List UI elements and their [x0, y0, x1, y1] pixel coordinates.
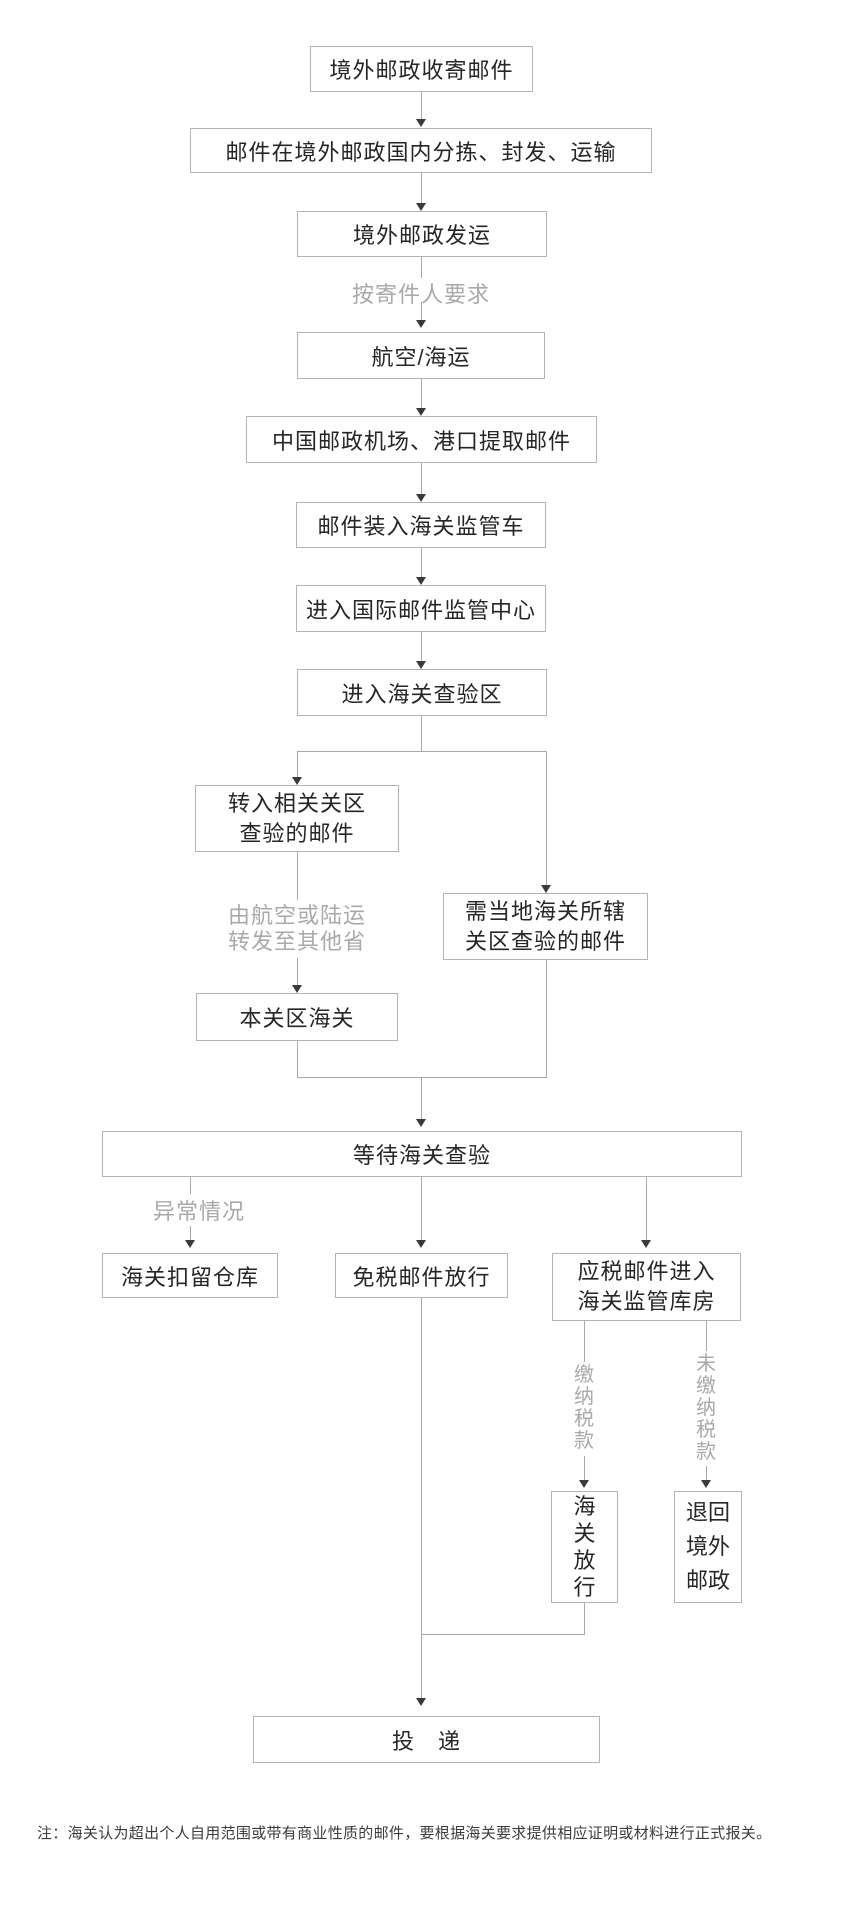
arrow-down-icon — [292, 777, 302, 785]
connector-line — [706, 1321, 707, 1351]
arrow-down-icon — [416, 1698, 426, 1706]
node-sort-dispatch-transport: 邮件在境外邮政国内分拣、封发、运输 — [190, 128, 652, 173]
edge-label-tax-paid: 缴纳税款 — [574, 1364, 594, 1452]
connector-line — [421, 379, 422, 408]
connector-line — [584, 1603, 585, 1634]
connector-line — [706, 1466, 707, 1480]
arrow-down-icon — [579, 1480, 589, 1488]
node-air-or-sea: 航空/海运 — [297, 332, 545, 379]
node-customs-release-label: 海关放行 — [573, 1494, 596, 1600]
arrow-down-icon — [541, 885, 551, 893]
connector-line — [421, 1298, 422, 1698]
arrow-down-icon — [416, 661, 426, 669]
edge-label-tax-unpaid: 未缴纳税款 — [696, 1353, 716, 1463]
node-transfer-related-district: 转入相关关区 查验的邮件 — [195, 785, 399, 852]
connector-line — [297, 751, 547, 752]
connector-line — [421, 1177, 422, 1240]
connector-line — [421, 716, 422, 751]
node-duty-free-release: 免税邮件放行 — [335, 1253, 508, 1298]
node-dutiable-to-warehouse: 应税邮件进入 海关监管库房 — [552, 1253, 741, 1321]
connector-line — [421, 548, 422, 577]
node-enter-inspection-area: 进入海关查验区 — [297, 669, 547, 716]
node-overseas-post-dispatch: 境外邮政发运 — [297, 211, 547, 257]
connector-line — [421, 257, 422, 278]
node-china-post-pickup: 中国邮政机场、港口提取邮件 — [246, 416, 597, 463]
edge-label-forward-other-province: 由航空或陆运 转发至其他省 — [227, 903, 366, 954]
arrow-down-icon — [416, 119, 426, 127]
connector-line — [584, 1456, 585, 1480]
connector-line — [646, 1177, 647, 1240]
arrow-down-icon — [416, 577, 426, 585]
node-customs-release: 海关放行 — [551, 1491, 618, 1603]
connector-line — [297, 1041, 298, 1077]
connector-line — [421, 92, 422, 119]
node-wait-customs-inspection: 等待海关查验 — [102, 1131, 742, 1177]
node-delivery: 投 递 — [253, 1716, 600, 1763]
connector-line — [546, 751, 547, 885]
connector-line — [297, 958, 298, 985]
arrow-down-icon — [416, 1119, 426, 1127]
node-intl-mail-center: 进入国际邮件监管中心 — [296, 585, 546, 632]
node-overseas-post-collect: 境外邮政收寄邮件 — [310, 46, 533, 92]
arrow-down-icon — [185, 1240, 195, 1248]
node-local-customs: 本关区海关 — [196, 993, 398, 1041]
connector-line — [421, 632, 422, 661]
arrow-down-icon — [416, 408, 426, 416]
connector-line — [546, 960, 547, 1077]
node-customs-detention-warehouse: 海关扣留仓库 — [102, 1253, 278, 1298]
node-return-overseas-post-label: 退回境外邮政 — [685, 1500, 730, 1593]
connector-line — [297, 1077, 547, 1078]
connector-line — [421, 1077, 422, 1119]
node-return-overseas-post: 退回境外邮政 — [674, 1491, 742, 1603]
connector-line — [297, 852, 298, 900]
connector-line — [421, 463, 422, 494]
connector-line — [584, 1321, 585, 1362]
arrow-down-icon — [416, 320, 426, 328]
arrow-down-icon — [416, 203, 426, 211]
node-load-customs-vehicle: 邮件装入海关监管车 — [296, 502, 546, 548]
node-local-district-inspection: 需当地海关所辖 关区查验的邮件 — [443, 893, 648, 960]
connector-line — [421, 302, 422, 320]
connector-line — [421, 173, 422, 203]
arrow-down-icon — [701, 1480, 711, 1488]
footnote: 注：海关认为超出个人自用范围或带有商业性质的邮件，要根据海关要求提供相应证明或材… — [37, 1825, 772, 1842]
connector-line — [421, 1634, 585, 1635]
connector-line — [297, 751, 298, 777]
arrow-down-icon — [292, 985, 302, 993]
arrow-down-icon — [416, 494, 426, 502]
edge-label-abnormal-case: 异常情况 — [139, 1194, 259, 1226]
arrow-down-icon — [416, 1240, 426, 1248]
arrow-down-icon — [641, 1240, 651, 1248]
edge-label-sender-request: 按寄件人要求 — [351, 282, 490, 307]
